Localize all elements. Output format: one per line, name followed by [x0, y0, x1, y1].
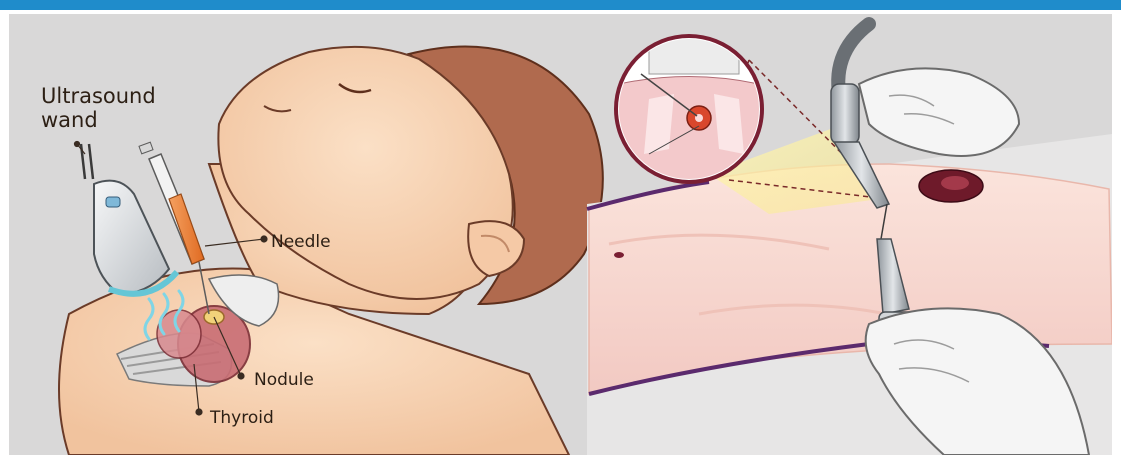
- top-accent-bar: [0, 0, 1121, 10]
- label-needle: Needle: [271, 232, 331, 252]
- illustration-panel: Ultrasound wand Needle Nodule Thyroid: [9, 14, 1112, 455]
- label-ultrasound-wand: Ultrasound wand: [41, 84, 171, 132]
- navel: [614, 252, 624, 258]
- medical-illustration: [9, 14, 1112, 455]
- label-nodule: Nodule: [254, 370, 314, 390]
- label-thyroid: Thyroid: [210, 408, 274, 428]
- abdomen-procedure-illustration: [587, 24, 1112, 455]
- gloved-hand-upper: [859, 68, 1019, 156]
